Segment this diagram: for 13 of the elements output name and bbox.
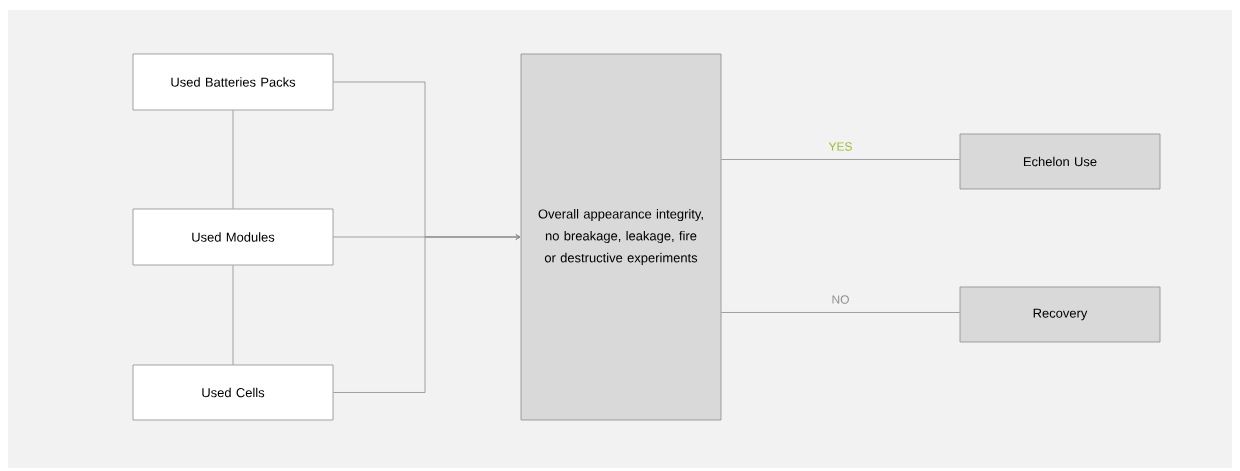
process-box: Used Modules [132, 208, 334, 266]
edge-label: NO [830, 294, 851, 305]
connector [333, 234, 521, 393]
outcome-box: Recovery [959, 286, 1161, 343]
outcome-box: Echelon Use [959, 133, 1161, 190]
connector [721, 312, 960, 313]
process-box: Used Batteries Packs [132, 53, 334, 111]
connector [232, 110, 234, 209]
process-box: Used Cells [132, 364, 334, 421]
connector [721, 159, 960, 160]
connector [232, 265, 234, 365]
decision-box: Overall appearance integrity, no breakage, leakage, fire or destructive experiments [520, 53, 722, 421]
edge-label: YES [827, 141, 854, 152]
